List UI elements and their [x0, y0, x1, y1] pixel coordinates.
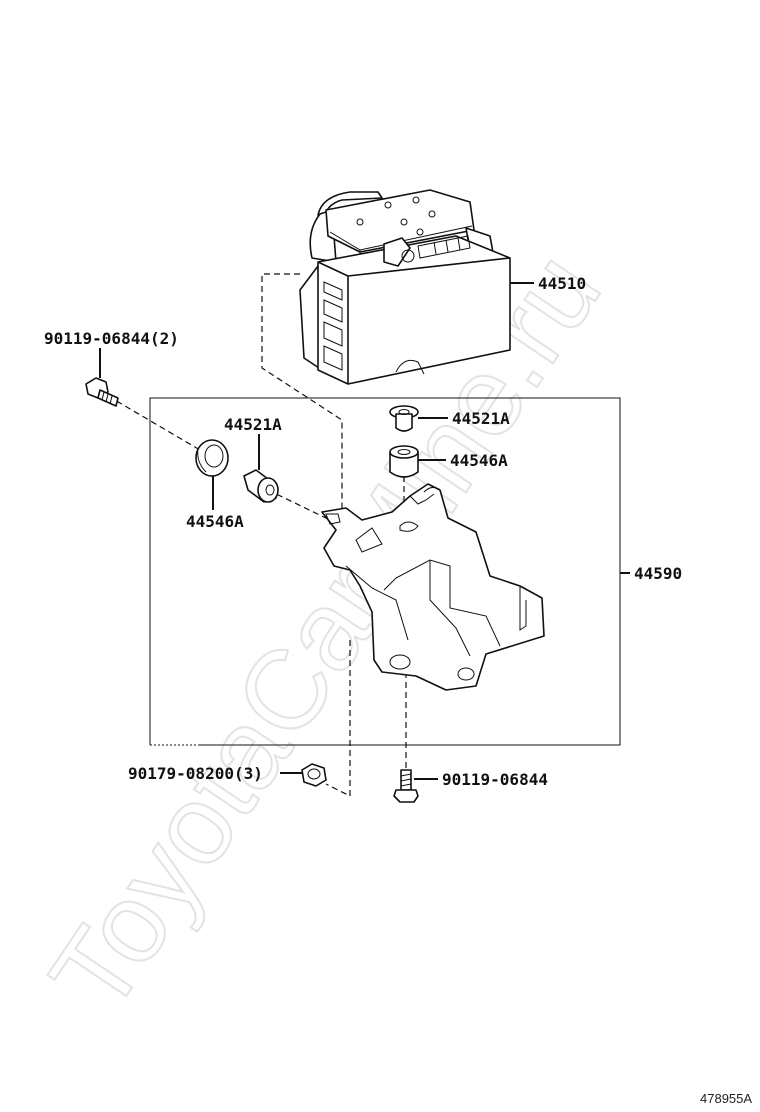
abs-actuator-illustration — [299, 189, 511, 385]
label-cushion-right[interactable]: 44546A — [450, 451, 508, 470]
label-bolt-bottom[interactable]: 90119-06844 — [442, 770, 548, 789]
label-collar-right[interactable]: 44521A — [452, 409, 510, 428]
assembly-frame — [149, 397, 621, 746]
label-nut[interactable]: 90179-08200(3) — [128, 764, 263, 783]
cushion-left-illustration — [195, 439, 229, 477]
nut-illustration — [301, 763, 327, 787]
label-abs-actuator[interactable]: 44510 — [538, 274, 586, 293]
collar-left-illustration — [243, 469, 279, 503]
label-cushion-left[interactable]: 44546A — [186, 512, 244, 531]
cushion-right-illustration — [389, 445, 419, 478]
label-collar-left[interactable]: 44521A — [224, 415, 282, 434]
collar-right-illustration — [389, 405, 419, 432]
bolt-left-illustration — [85, 377, 119, 407]
label-bracket[interactable]: 44590 — [634, 564, 682, 583]
figure-code: 478955A — [700, 1091, 752, 1106]
label-bolt-left[interactable]: 90119-06844(2) — [44, 329, 179, 348]
bolt-bottom-illustration — [393, 769, 419, 803]
bracket-illustration — [321, 483, 545, 691]
